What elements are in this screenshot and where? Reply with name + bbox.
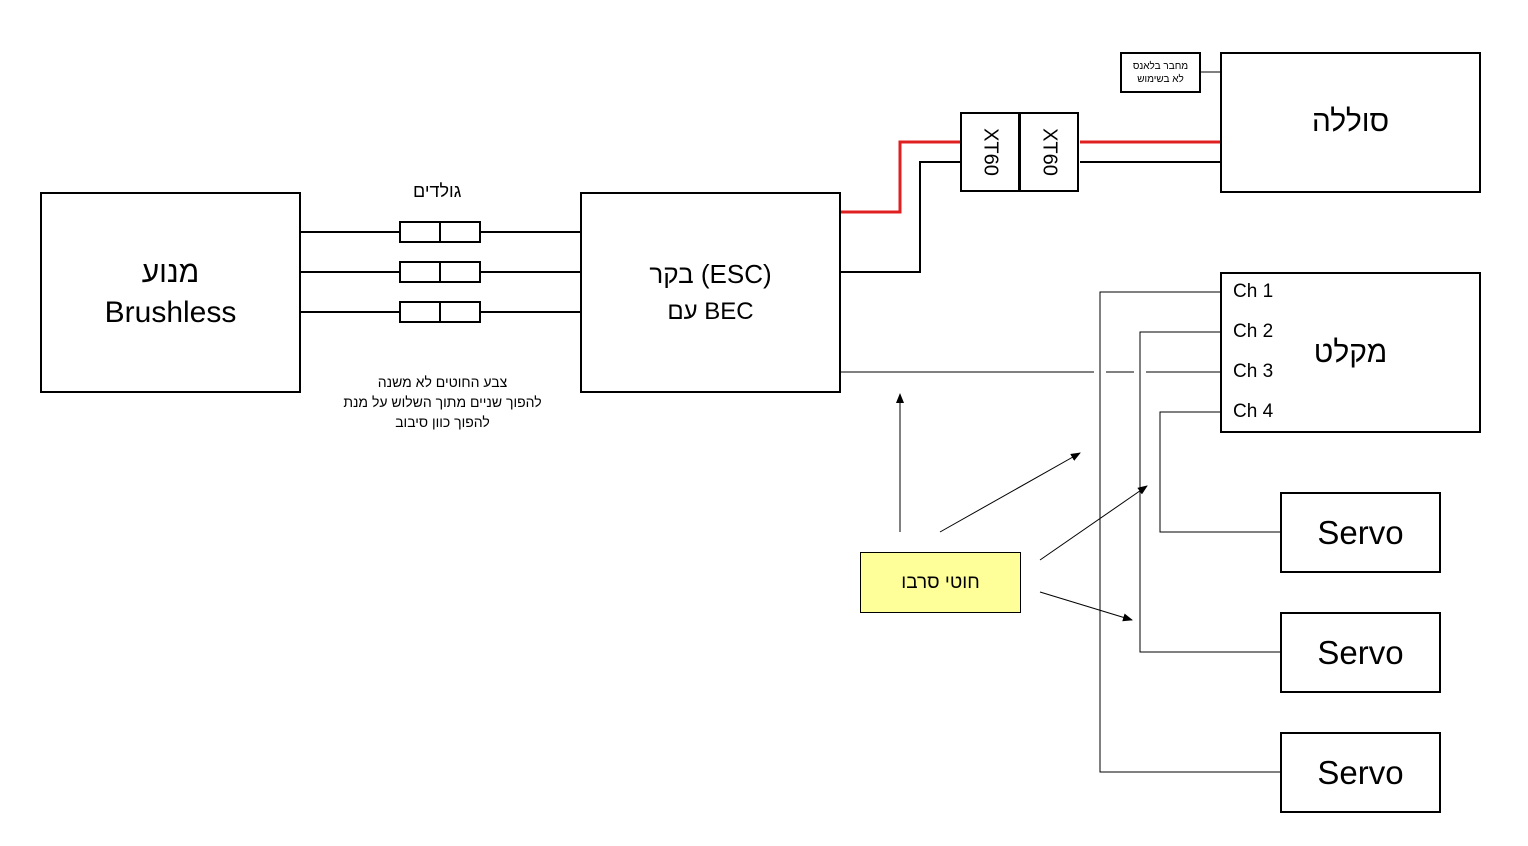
- motor-title: מנוע: [141, 255, 200, 289]
- xt60-connector-battery-side: XT60: [1019, 112, 1079, 192]
- servo-wires-callout: חוטי סרבו: [860, 552, 1021, 613]
- receiver-channel-1: Ch 1: [1233, 281, 1274, 302]
- wire-order-note: צבע החוטים לא משנה להפוך שניים מתוך השלו…: [320, 372, 565, 432]
- xt60-label: XT60: [1038, 128, 1061, 176]
- wire-note-line-2: להפוך שניים מתוך השלוש על מנת: [343, 394, 542, 410]
- servo-box: Servo: [1280, 492, 1441, 573]
- servo-label: Servo: [1317, 633, 1404, 671]
- receiver-channel-4: Ch 4: [1233, 401, 1274, 422]
- balance-connector-line1: מחבר בלאנס: [1132, 60, 1189, 72]
- wire-note-line-3: להפוך כוון סיבוב: [395, 414, 490, 430]
- esc-negative-wire: [840, 161, 960, 273]
- xt60-connector-esc-side: XT60: [960, 112, 1020, 192]
- motor-type: Brushless: [104, 295, 237, 329]
- esc-positive-wire: [840, 140, 960, 214]
- esc-title: בקר (ESC): [649, 258, 772, 289]
- xt60-label: XT60: [979, 128, 1002, 176]
- servo-label: Servo: [1317, 513, 1404, 551]
- bullet-connectors: [399, 221, 481, 323]
- receiver-channel-2: Ch 2: [1233, 321, 1274, 342]
- esc-subtitle: עם BEC: [667, 297, 754, 325]
- receiver-label: מקלט: [1313, 335, 1388, 369]
- bullets-label: גולדים: [413, 181, 462, 201]
- battery-box: סוללה: [1220, 52, 1481, 193]
- servo-wires-label: חוטי סרבו: [901, 571, 980, 593]
- servo-label: Servo: [1317, 753, 1404, 791]
- balance-connector-line2: לא בשימוש: [1137, 73, 1184, 85]
- servo-box: Servo: [1280, 732, 1441, 813]
- callout-arrows: [896, 393, 1148, 622]
- battery-label: סוללה: [1311, 105, 1390, 138]
- esc-box: בקר (ESC) עם BEC: [580, 192, 841, 393]
- receiver-box: מקלט: [1220, 272, 1481, 433]
- servo-box: Servo: [1280, 612, 1441, 693]
- servo-signal-wires: [840, 291, 1280, 773]
- wire-note-line-1: צבע החוטים לא משנה: [377, 374, 508, 390]
- motor-box: מנוע Brushless: [40, 192, 301, 393]
- receiver-channel-3: Ch 3: [1233, 361, 1274, 382]
- balance-connector-box: מחבר בלאנס לא בשימוש: [1120, 52, 1201, 93]
